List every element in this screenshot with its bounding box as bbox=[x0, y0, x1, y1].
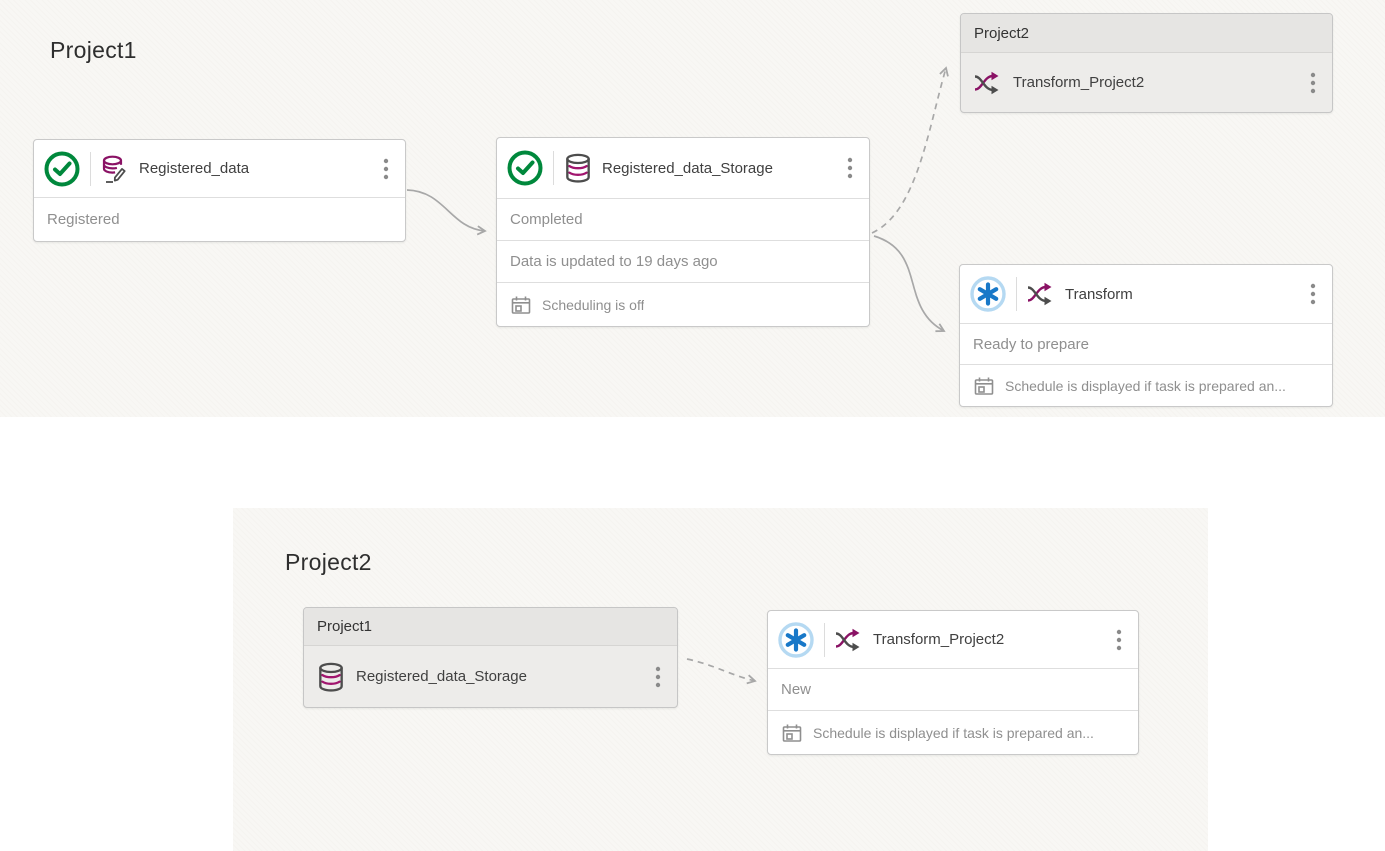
scheduling-text: Schedule is displayed if task is prepare… bbox=[813, 724, 1094, 741]
completed-state-icon bbox=[506, 149, 544, 187]
card-header: Registered_data bbox=[34, 140, 405, 197]
external-project-group-project1[interactable]: Project1 Registered_data_Storage bbox=[303, 607, 678, 708]
calendar-icon bbox=[781, 722, 803, 744]
registered-data-icon bbox=[100, 154, 130, 184]
scheduling-row: Schedule is displayed if task is prepare… bbox=[960, 364, 1332, 406]
task-status: Registered bbox=[47, 211, 120, 228]
transform-icon bbox=[1026, 281, 1056, 307]
kebab-menu-button[interactable] bbox=[843, 154, 857, 182]
task-status: New bbox=[781, 681, 812, 698]
data-updated-text: Data is updated to 19 days ago bbox=[510, 253, 718, 270]
divider bbox=[90, 151, 91, 186]
task-name: Registered_data bbox=[139, 160, 250, 177]
scheduling-row: Schedule is displayed if task is prepare… bbox=[768, 710, 1138, 754]
task-card-registered-data[interactable]: Registered_data Registered bbox=[33, 139, 406, 242]
task-status: Completed bbox=[510, 211, 583, 228]
calendar-icon bbox=[973, 375, 995, 397]
task-card-registered-data-storage[interactable]: Registered_data_Storage Completed Data i… bbox=[496, 137, 870, 327]
card-header: Transform_Project2 bbox=[768, 611, 1138, 668]
section-title-project1: Project1 bbox=[50, 37, 137, 63]
scheduling-text: Scheduling is off bbox=[542, 296, 645, 313]
task-card-transform-project2[interactable]: Transform_Project2 New Schedule is displ… bbox=[767, 610, 1139, 755]
task-status-row: Registered bbox=[34, 197, 405, 241]
kebab-menu-button[interactable] bbox=[379, 155, 393, 183]
data-updated-row: Data is updated to 19 days ago bbox=[497, 240, 869, 282]
card-header: Transform bbox=[960, 265, 1332, 323]
task-name: Registered_data_Storage bbox=[356, 668, 527, 685]
task-card-transform[interactable]: Transform Ready to prepare Schedule is d… bbox=[959, 264, 1333, 407]
scheduling-row: Scheduling is off bbox=[497, 282, 869, 326]
task-name: Transform_Project2 bbox=[1013, 74, 1145, 91]
external-project-group-project2[interactable]: Project2 Transform_Project2 bbox=[960, 13, 1333, 113]
new-state-icon bbox=[777, 621, 815, 659]
divider bbox=[1016, 277, 1017, 311]
new-state-icon bbox=[969, 275, 1007, 313]
task-status: Ready to prepare bbox=[973, 335, 1089, 353]
kebab-menu-button[interactable] bbox=[1306, 280, 1320, 308]
task-status-row: Completed bbox=[497, 198, 869, 240]
storage-database-icon bbox=[316, 661, 346, 693]
task-name: Transform_Project2 bbox=[873, 631, 1005, 648]
task-name: Transform bbox=[1065, 285, 1133, 303]
group-body: Transform_Project2 bbox=[961, 53, 1332, 112]
divider bbox=[553, 151, 554, 185]
kebab-menu-button[interactable] bbox=[651, 663, 665, 691]
scheduling-text: Schedule is displayed if task is prepare… bbox=[1005, 377, 1286, 394]
completed-state-icon bbox=[43, 150, 81, 188]
storage-database-icon bbox=[563, 152, 593, 184]
transform-icon bbox=[973, 70, 1003, 96]
task-name: Registered_data_Storage bbox=[602, 159, 773, 177]
group-body: Registered_data_Storage bbox=[304, 646, 677, 707]
group-header: Project1 bbox=[304, 608, 677, 646]
task-status-row: Ready to prepare bbox=[960, 323, 1332, 364]
section-title-project2: Project2 bbox=[285, 549, 372, 575]
calendar-icon bbox=[510, 294, 532, 316]
transform-icon bbox=[834, 627, 864, 653]
kebab-menu-button[interactable] bbox=[1306, 69, 1320, 97]
kebab-menu-button[interactable] bbox=[1112, 626, 1126, 654]
divider bbox=[824, 622, 825, 657]
task-status-row: New bbox=[768, 668, 1138, 710]
card-header: Registered_data_Storage bbox=[497, 138, 869, 198]
group-header: Project2 bbox=[961, 14, 1332, 53]
